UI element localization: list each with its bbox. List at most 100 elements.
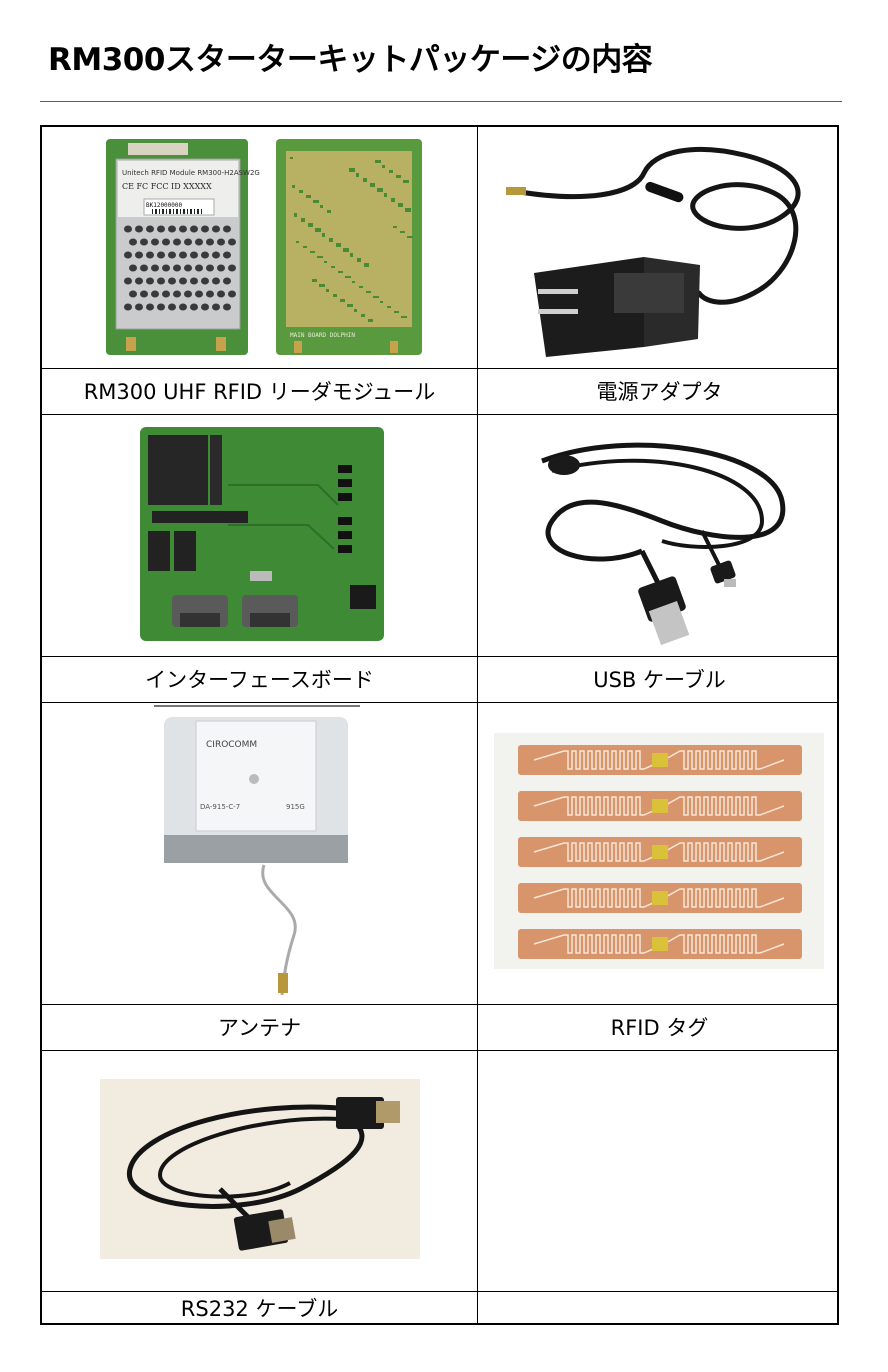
shield-hole [201, 225, 209, 233]
page-title: RM300スターターキットパッケージの内容 [48, 42, 653, 78]
pcb-trace [368, 319, 373, 322]
pcb-trace [320, 205, 323, 208]
item-label: 電源アダプタ [596, 380, 723, 404]
shield-hole [217, 238, 225, 246]
pcb-trace [370, 183, 375, 187]
shield-hole [184, 264, 192, 272]
item-label: インターフェースボード [145, 668, 374, 692]
shield-hole [190, 303, 198, 311]
board-silk-text: MAIN BOARD DOLPHIN [290, 332, 355, 339]
tag-chip [652, 845, 668, 859]
module-brand-text: Unitech RFID Module RM300-H2ASW2G [122, 169, 260, 177]
shield-hole [151, 238, 159, 246]
empty-item-label [478, 1292, 841, 1326]
item-label: RFID タグ [610, 1016, 709, 1040]
pcb-trace [338, 271, 343, 273]
shield-hole [135, 303, 143, 311]
shield-hole [223, 225, 231, 233]
pcb-trace [391, 198, 395, 202]
pcb-trace [347, 304, 353, 307]
pcb-trace [401, 316, 407, 318]
title-divider [40, 101, 842, 102]
power-adapter-photo [494, 133, 824, 363]
pcb-trace [354, 309, 357, 312]
pcb-trace [306, 195, 311, 198]
pcb-trace [326, 289, 329, 292]
shield-hole [162, 264, 170, 272]
shield-hole [179, 251, 187, 259]
shield-hole [223, 251, 231, 259]
shield-hole [151, 264, 159, 272]
antenna-photo: CIROCOMM DA-915-C-7 915G [154, 705, 366, 999]
pcb-trace [333, 294, 337, 297]
pcb-trace [294, 213, 297, 217]
shield-hole [206, 264, 214, 272]
rfid-reader-module-photo: Unitech RFID Module RM300-H2ASW2G CE FC … [104, 137, 424, 359]
pcb-trace [290, 157, 293, 159]
shield-hole [162, 290, 170, 298]
shield-hole [157, 225, 165, 233]
shield-hole [206, 238, 214, 246]
shield-hole [140, 264, 148, 272]
pcb-trace [322, 233, 325, 237]
pcb-trace [312, 279, 317, 282]
rfid-tag-photo [494, 733, 824, 969]
pcb-trace [296, 241, 299, 243]
shield-hole [157, 251, 165, 259]
pcb-trace [301, 218, 305, 222]
shield-hole [129, 290, 137, 298]
pcb-trace [405, 208, 411, 212]
antenna-freq-text: 915G [286, 803, 305, 811]
pcb-trace [364, 263, 369, 267]
shield-hole [206, 290, 214, 298]
shield-hole [146, 277, 154, 285]
pcb-trace [377, 188, 383, 192]
row-divider [42, 1291, 837, 1292]
shield-hole [212, 277, 220, 285]
pcb-trace [343, 248, 349, 252]
usb-cable-photo [512, 431, 802, 645]
pcb-trace [361, 314, 365, 317]
pcb-trace [396, 175, 401, 178]
pcb-trace [357, 258, 361, 262]
pcb-trace [336, 243, 341, 247]
pcb-trace [398, 203, 403, 207]
item-label: RM300 UHF RFID リーダモジュール [83, 380, 436, 404]
pcb-trace [363, 178, 367, 182]
pcb-trace [340, 299, 345, 302]
shield-hole [124, 251, 132, 259]
pcb-trace [366, 291, 371, 293]
shield-hole [217, 264, 225, 272]
shield-hole [157, 277, 165, 285]
item-label: RS232 ケーブル [180, 1297, 339, 1321]
pcb-trace [329, 238, 333, 242]
shield-hole [201, 251, 209, 259]
row-divider [42, 414, 837, 415]
shield-hole [223, 277, 231, 285]
pcb-trace [303, 246, 307, 248]
shield-hole [190, 225, 198, 233]
shield-hole [184, 238, 192, 246]
pcb-trace [299, 190, 303, 193]
shield-hole [157, 303, 165, 311]
pcb-trace [393, 226, 397, 228]
module-serial-text: BK12000000 [146, 202, 183, 209]
shield-hole [195, 290, 203, 298]
shield-hole [212, 251, 220, 259]
pcb-trace [407, 236, 413, 238]
pcb-trace [380, 301, 383, 303]
pcb-trace [327, 210, 331, 213]
pcb-trace [359, 286, 363, 288]
pcb-trace [313, 200, 319, 203]
rs232-cable-photo [100, 1079, 420, 1259]
shield-hole [190, 277, 198, 285]
shield-hole [129, 264, 137, 272]
pcb-trace [389, 170, 393, 173]
shield-hole [173, 290, 181, 298]
column-divider [477, 127, 478, 1323]
pcb-trace [308, 223, 313, 227]
shield-hole [173, 264, 181, 272]
shield-hole [168, 303, 176, 311]
tag-chip [652, 891, 668, 905]
shield-hole [201, 303, 209, 311]
